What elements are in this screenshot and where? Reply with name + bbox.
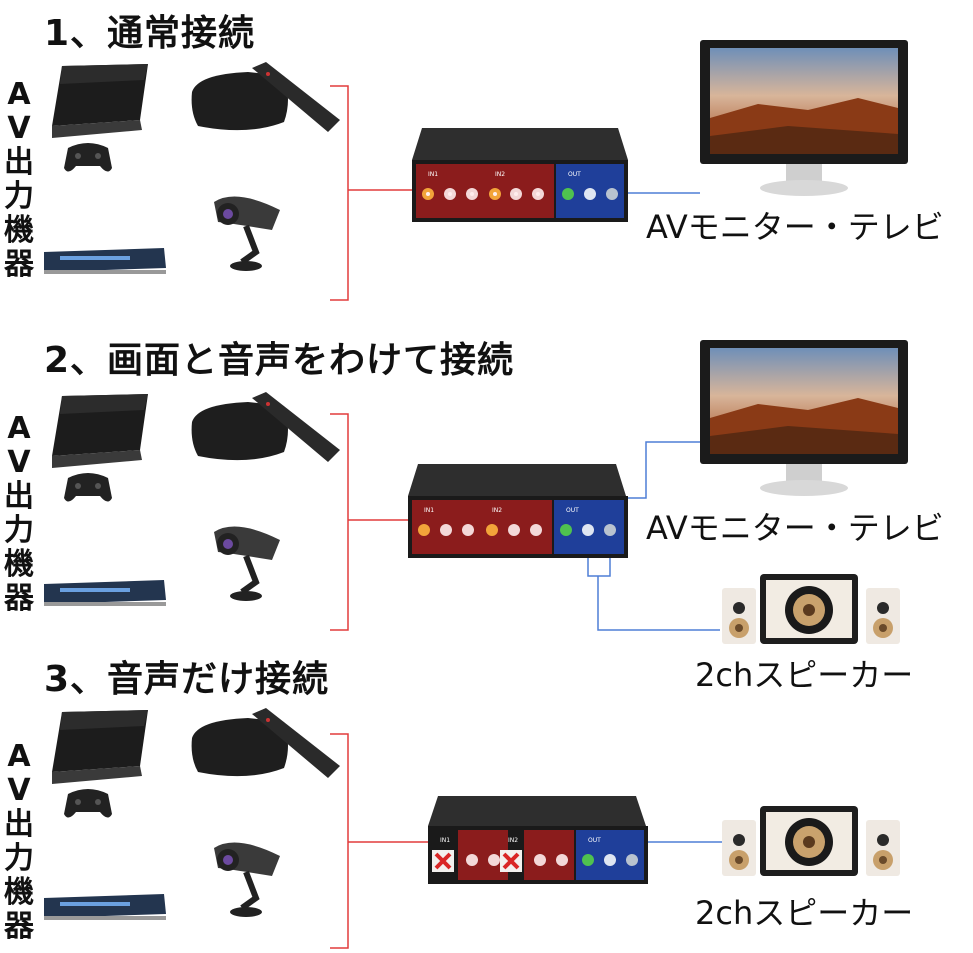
- monitor-icon: [698, 338, 910, 498]
- tv-box-icon: [188, 60, 348, 140]
- av-switch-2: IN1 IN2 OUT: [404, 462, 632, 560]
- switch-3-in1: IN1: [440, 837, 450, 844]
- monitor-icon: [698, 38, 910, 198]
- speaker-icon: [716, 572, 906, 646]
- x-mark-icon: [500, 850, 522, 872]
- switch-3-in2: IN2: [508, 837, 518, 844]
- dvd-player-icon: [40, 244, 168, 276]
- switch-2-out: OUT: [566, 507, 579, 514]
- tv-box-icon: [188, 390, 348, 470]
- dvd-player-icon: [40, 576, 168, 608]
- gamepad-icon: [62, 466, 114, 508]
- security-camera-icon: [206, 518, 286, 604]
- switch-1-in2: IN2: [495, 171, 505, 178]
- switch-1-in1: IN1: [428, 171, 438, 178]
- switch-1-out: OUT: [568, 171, 581, 178]
- dvd-player-icon: [40, 890, 168, 922]
- x-mark-icon: [432, 850, 454, 872]
- switch-2-in2: IN2: [492, 507, 502, 514]
- speaker-icon: [716, 804, 906, 878]
- gamepad-icon: [62, 136, 114, 178]
- security-camera-icon: [206, 834, 286, 920]
- switch-3-out: OUT: [588, 837, 601, 844]
- av-switch-1: IN1 IN2 OUT: [408, 126, 632, 224]
- switch-2-in1: IN1: [424, 507, 434, 514]
- av-switch-3: IN1 IN2 OUT: [424, 794, 652, 886]
- gamepad-icon: [62, 782, 114, 824]
- security-camera-icon: [206, 188, 286, 274]
- tv-box-icon: [188, 706, 348, 786]
